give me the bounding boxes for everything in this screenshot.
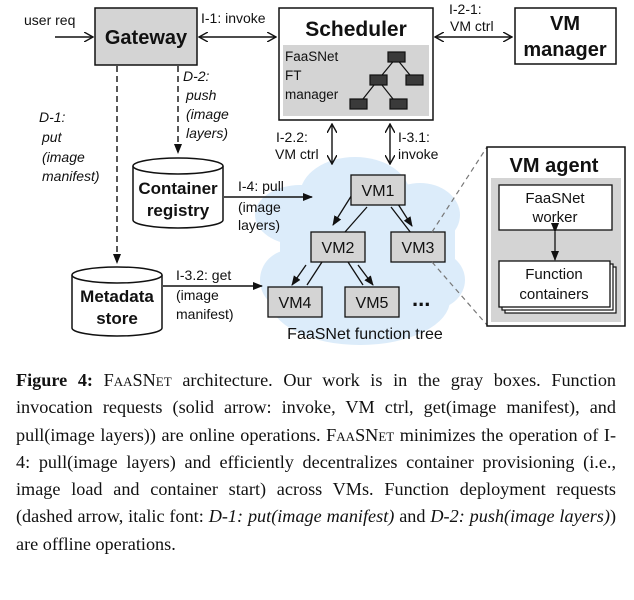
scheduler-node: Scheduler FaaSNet FT manager — [278, 7, 434, 121]
d2-label-3: (image — [186, 106, 229, 122]
vm-ellipsis: ... — [412, 286, 430, 311]
ft-manager-line2: FT — [285, 68, 302, 83]
ft-manager-line1: FaaSNet — [285, 49, 339, 64]
vm4-node: VM4 — [267, 286, 323, 318]
d1-label-1: D-1: — [39, 109, 66, 125]
vm-agent-node: VM agent FaaSNet worker Function contain… — [486, 146, 626, 327]
vm1-label: VM1 — [362, 183, 395, 200]
vm-manager-node: VM manager — [514, 7, 617, 65]
scheduler-label: Scheduler — [305, 18, 407, 41]
user-req-label: user req — [24, 12, 75, 28]
figure-caption: Figure 4: FaaSNet architecture. Our work… — [16, 367, 616, 558]
i32-label-2: (image — [176, 287, 219, 303]
d1-label-2: put — [41, 129, 63, 145]
architecture-diagram: Gateway user req I-1: invoke Scheduler F… — [24, 1, 626, 345]
function-containers-line2: containers — [519, 286, 588, 303]
vm4-label: VM4 — [279, 295, 312, 312]
i32-label-1: I-3.2: get — [176, 267, 231, 283]
vm-tree-edges — [291, 189, 413, 286]
d2-label-4: layers) — [186, 125, 228, 141]
container-registry-line2: registry — [147, 201, 210, 220]
vm2-label: VM2 — [322, 240, 355, 257]
faasnet-worker-line1: FaaSNet — [525, 190, 585, 207]
vm-manager-line1: VM — [550, 13, 580, 35]
i4-label-3: layers) — [238, 217, 280, 233]
i4-label-1: I-4: pull — [238, 178, 284, 194]
vm5-label: VM5 — [356, 295, 389, 312]
container-registry-node: Container registry — [132, 157, 224, 229]
d1-label-4: manifest) — [42, 168, 100, 184]
i31-label-2: invoke — [398, 146, 439, 162]
caption-text-4: ) are offline operations. — [16, 506, 617, 554]
d1-label-3: (image — [42, 149, 85, 165]
caption-italic-d1: D-1: put(image manifest) — [208, 506, 395, 527]
d2-label-2: push — [185, 87, 217, 103]
container-registry-line1: Container — [138, 179, 218, 198]
function-containers-box — [498, 260, 611, 308]
vm1-node: VM1 — [350, 174, 406, 206]
faasnet-worker-line2: worker — [531, 209, 577, 226]
caption-system-name: FaaSNet — [103, 370, 172, 390]
vm3-label: VM3 — [402, 240, 435, 257]
metadata-store-line2: store — [96, 309, 138, 328]
ft-manager-line3: manager — [285, 87, 339, 102]
gateway-label: Gateway — [105, 27, 188, 49]
vm5-node: VM5 — [344, 286, 400, 318]
caption-text-2: minimizes the operation of I-4: pull(ima… — [16, 424, 616, 527]
i22-label-1: I-2.2: — [276, 129, 308, 145]
zoom-line-top — [431, 146, 488, 233]
i21-label-2: VM ctrl — [450, 18, 494, 34]
vm-manager-line2: manager — [523, 39, 607, 61]
gateway-node: Gateway — [94, 7, 198, 66]
caption-text-3: and — [394, 506, 431, 527]
function-tree-label: FaaSNet function tree — [287, 326, 443, 343]
d2-label-1: D-2: — [183, 68, 210, 84]
i22-label-2: VM ctrl — [275, 146, 319, 162]
mini-tree-icon — [349, 51, 424, 110]
caption-label: Figure 4: — [16, 370, 93, 390]
caption-text-1: architecture. Our work is in the gray bo… — [16, 370, 617, 445]
vm2-node: VM2 — [310, 231, 366, 263]
i1-label: I-1: invoke — [201, 10, 266, 26]
i32-label-3: manifest) — [176, 306, 234, 322]
metadata-store-node: Metadata store — [71, 266, 163, 337]
vm3-node: VM3 — [390, 231, 446, 263]
caption-italic-d2: D-2: push(image layers) — [430, 506, 610, 527]
i31-label-1: I-3.1: — [398, 129, 430, 145]
zoom-line-bottom — [431, 261, 488, 326]
vm-agent-label: VM agent — [510, 155, 599, 177]
function-containers-line1: Function — [525, 266, 583, 283]
i21-label-1: I-2-1: — [449, 1, 482, 17]
i4-label-2: (image — [238, 199, 281, 215]
metadata-store-line1: Metadata — [80, 287, 154, 306]
caption-system-name-2: FaaSNet — [326, 424, 395, 445]
